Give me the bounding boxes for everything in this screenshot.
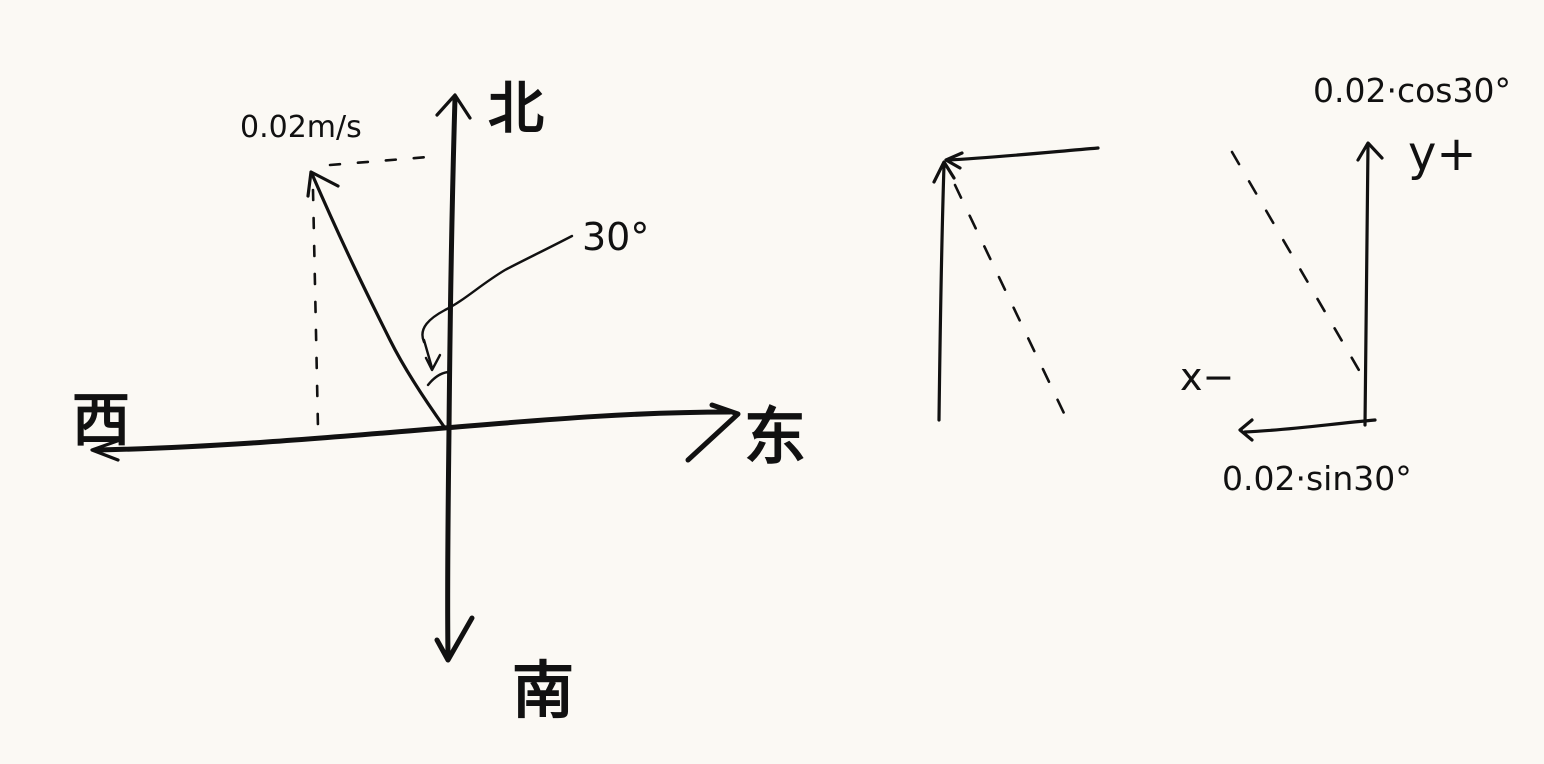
vertical-component-line: [937, 163, 946, 422]
y-component-arrowhead: [1356, 141, 1384, 162]
x-component-label: 0.02·sin30°: [1222, 459, 1412, 498]
horizontal-top-line: [946, 146, 1100, 162]
diagonal-dashed-left: [953, 183, 1074, 432]
speed-label: 0.02m/s: [240, 110, 362, 145]
south-label: 南: [512, 654, 574, 727]
y-component-vector: [1363, 143, 1370, 427]
projection-vertical-dashed: [311, 188, 320, 430]
x-component-vector: [1243, 418, 1377, 434]
velocity-vector: [310, 172, 447, 430]
west-label: 西: [72, 386, 130, 454]
compass-diagram: 0.02m/s 30° 北 南 东 西: [72, 77, 806, 727]
angle-leader-line: [421, 234, 574, 344]
angle-leader-arrow: [422, 338, 442, 372]
east-west-axis: [92, 409, 733, 453]
projection-horizontal-dashed: [328, 154, 442, 167]
north-arrowhead: [435, 93, 472, 120]
diagonal-dashed-right: [1230, 150, 1362, 374]
x-axis-label: x−: [1180, 355, 1234, 399]
y-component-label: 0.02·cos30°: [1313, 71, 1511, 110]
angle-label: 30°: [582, 215, 649, 259]
east-arrowhead: [685, 402, 741, 463]
y-axis-label: y+: [1408, 126, 1477, 182]
north-south-axis: [445, 95, 458, 658]
component-sketch-left: [932, 146, 1100, 432]
west-arrowhead: [90, 438, 122, 462]
x-component-arrowhead: [1238, 418, 1254, 442]
north-label: 北: [488, 77, 544, 142]
east-label: 东: [744, 400, 806, 473]
angle-arc: [426, 370, 452, 387]
south-arrowhead: [434, 615, 475, 663]
horizontal-top-arrowhead: [944, 151, 964, 170]
velocity-arrowhead: [306, 170, 340, 198]
component-sketch-right: 0.02·cos30° 0.02·sin30° y+ x−: [1180, 71, 1511, 498]
vertical-component-arrowhead: [932, 160, 956, 184]
